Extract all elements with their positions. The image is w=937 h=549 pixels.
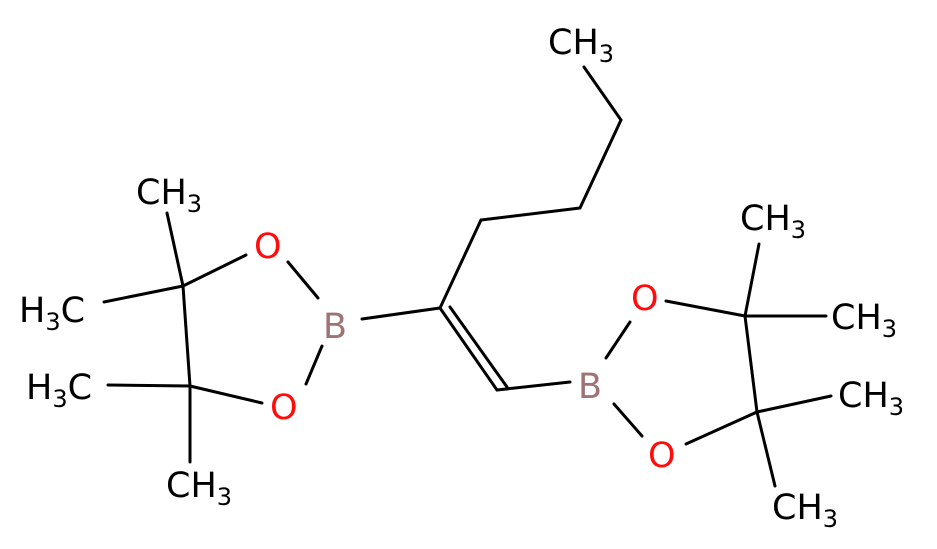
bond-c4-c5-double-a — [438, 306, 499, 392]
ch3-top-label: CH3 — [548, 23, 614, 68]
h3c-left-upper-label: H3C — [19, 291, 85, 336]
bond-bleft-olower — [304, 344, 324, 386]
bond-cq1-cq2 — [181, 284, 192, 388]
bond-bright-olower — [612, 402, 644, 438]
ch3-right-top-label: CH3 — [740, 199, 806, 244]
oxygen-left-upper: O — [254, 227, 282, 267]
ch3-right-mid2-label: CH3 — [838, 376, 904, 421]
bond-c3-c4 — [438, 218, 483, 310]
bond-cq1-ch3top — [165, 211, 185, 288]
bond-bleft-oupper — [286, 260, 320, 300]
bond-c5-bright — [495, 380, 572, 392]
bond-cq4-ch3bottom — [755, 410, 777, 488]
oxygen-right-lower: O — [648, 436, 676, 476]
bond-cq4-ch3mid — [755, 394, 833, 414]
ch3-left-top-label: CH3 — [136, 173, 202, 218]
bond-bright-oupper — [604, 320, 632, 360]
bond-lines — [102, 65, 833, 488]
bond-olower-cq2 — [188, 384, 264, 405]
oxygen-left-lower: O — [270, 388, 298, 428]
atom-labels: CH3 O O B CH3 H3C H3C CH3 B O O CH3 CH3 — [19, 23, 904, 533]
bond-oupper-cq3 — [664, 299, 747, 318]
bond-c2-c3 — [479, 206, 582, 222]
h3c-left-lower-label: H3C — [26, 368, 92, 413]
bond-cq2-h3c — [106, 383, 192, 388]
bond-ch3-c1 — [582, 65, 623, 122]
bond-oupper-cq1 — [181, 253, 248, 288]
bond-cq3-cq4 — [743, 314, 759, 414]
bond-olower-cq4 — [684, 410, 759, 446]
ch3-right-bottom-label: CH3 — [772, 488, 838, 533]
oxygen-right-upper: O — [631, 279, 659, 319]
bond-cq3-ch3top — [743, 242, 761, 318]
boron-left: B — [323, 307, 347, 347]
bond-c4-c5-double-b — [448, 305, 509, 389]
boron-right: B — [578, 367, 602, 407]
bond-bleft-c4 — [360, 306, 442, 321]
bond-c1-c2 — [578, 118, 623, 210]
ch3-left-bottom-label: CH3 — [166, 466, 232, 511]
ch3-right-mid1-label: CH3 — [831, 298, 897, 343]
bond-cq1-h3c — [102, 284, 185, 304]
